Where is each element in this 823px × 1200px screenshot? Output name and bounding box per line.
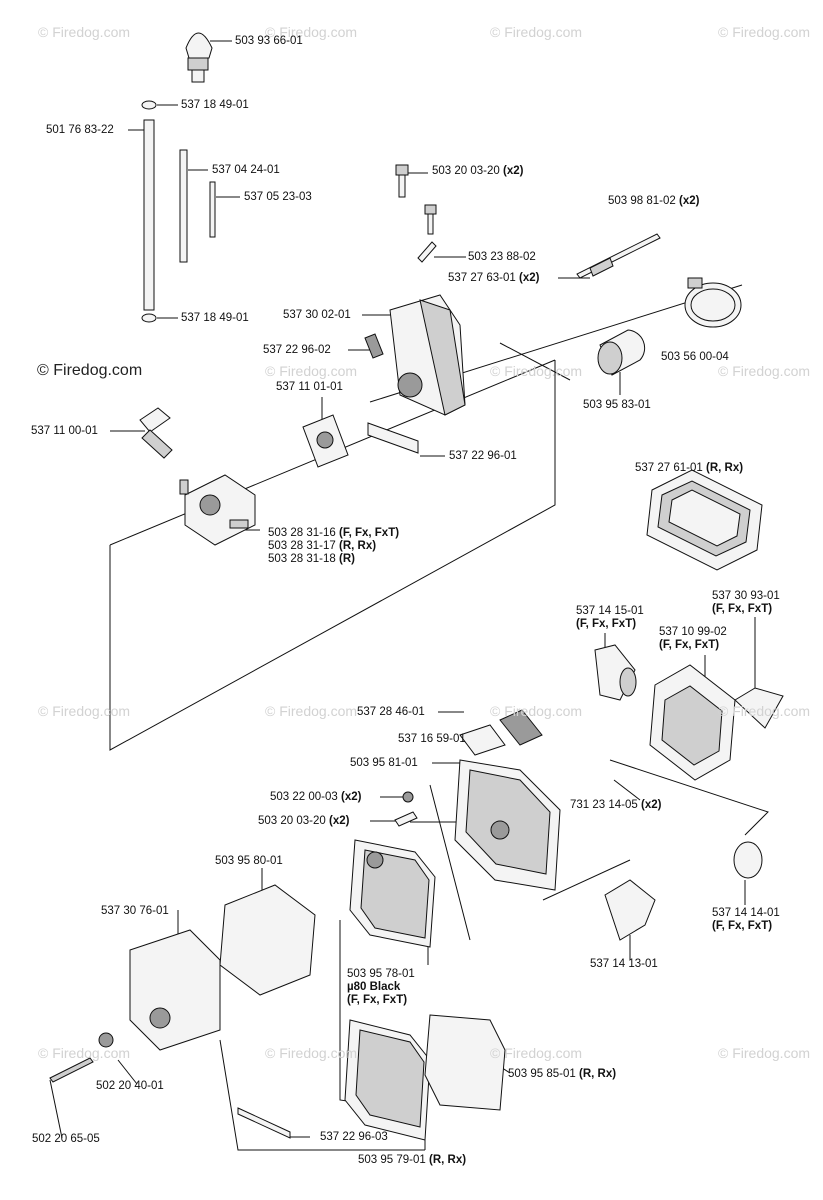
watermark: © Firedog.com [265,24,358,40]
part-label: 503 95 81-01 [350,757,418,769]
part-label: 537 30 02-01 [283,309,351,321]
carburettor [179,474,256,546]
part-label-qualifier: (F, Fx, FxT) [576,618,637,630]
watermark: © Firedog.com [718,1045,811,1061]
part-label: 537 05 23-03 [244,191,312,203]
part-label: 502 20 40-01 [96,1080,164,1092]
part-label: 503 95 79-01 (R, Rx) [358,1154,467,1166]
part-label-qualifier: (F, Fx, FxT) [347,994,408,1006]
gasket-parts [139,407,349,468]
part-label: 537 28 46-01 [357,706,425,718]
part-label: 537 11 00-01 [31,425,98,437]
part-label: 503 22 00-03 (x2) [270,791,362,803]
part-label: 537 10 99-02 [659,626,727,638]
part-label: 537 27 63-01 (x2) [448,272,540,284]
part-label: 537 18 49-01 [181,99,249,111]
part-label: 503 95 78-01 [347,968,415,980]
watermark: © Firedog.com [490,24,583,40]
watermark: © Firedog.com [265,363,358,379]
part-label: 501 76 83-22 [46,124,114,136]
watermark: © Firedog.com [718,24,811,40]
part-label: 503 95 85-01 (R, Rx) [508,1068,617,1080]
primer-bulb [185,32,213,83]
clamp-adapter [597,277,742,376]
part-label: 537 11 01-01 [276,381,343,393]
part-label: 537 22 96-01 [449,450,517,462]
part-label-qualifier: (F, Fx, FxT) [712,603,773,615]
watermark: © Firedog.com [265,703,358,719]
part-label: 503 93 66-01 [235,35,303,47]
watermark: © Firedog.com [38,703,131,719]
part-label: 503 98 81-02 (x2) [608,195,700,207]
part-label: 537 22 96-02 [263,344,331,356]
carburettor-housing [364,294,466,454]
part-label: 503 20 03-20 (x2) [258,815,350,827]
brand-watermark: © Firedog.com [37,362,143,379]
screws-top [395,164,661,279]
watermark: © Firedog.com [38,1045,131,1061]
part-label: 731 23 14-05 (x2) [570,799,662,811]
part-label: 537 04 24-01 [212,164,280,176]
watermark: © Firedog.com [718,703,811,719]
part-label-qualifier: (F, Fx, FxT) [659,639,720,651]
air-filter-assembly [49,709,763,1141]
part-label: 537 27 61-01 (R, Rx) [635,462,744,474]
part-label: 537 14 14-01 [712,907,780,919]
watermark: © Firedog.com [490,1045,583,1061]
part-label: 502 20 65-05 [32,1133,100,1145]
watermark: © Firedog.com [490,703,583,719]
part-label-note: µ80 Black [347,981,401,993]
part-label: 503 20 03-20 (x2) [432,165,524,177]
watermark: © Firedog.com [38,24,131,40]
part-label: 537 18 49-01 [181,312,249,324]
part-label: 503 56 00-04 [661,351,729,363]
part-label: 537 14 13-01 [590,958,658,970]
watermark: © Firedog.com [490,363,583,379]
watermark: © Firedog.com [265,1045,358,1061]
part-label: 503 28 31-16 (F, Fx, FxT) [268,527,400,539]
part-label: 537 30 93-01 [712,590,780,602]
fuel-hoses [141,100,216,323]
part-label: 537 30 76-01 [101,905,169,917]
part-label: 503 28 31-17 (R, Rx) [268,540,377,552]
cover-r [646,469,763,571]
part-label: 503 23 88-02 [468,251,536,263]
part-label: 503 28 31-18 (R) [268,553,355,565]
part-label: 537 22 96-03 [320,1131,388,1143]
part-label: 537 16 59-01 [398,733,466,745]
part-label: 503 95 80-01 [215,855,283,867]
part-label: 503 95 83-01 [583,399,651,411]
watermark: © Firedog.com [718,363,811,379]
part-label-qualifier: (F, Fx, FxT) [712,920,773,932]
adapter-parts-right [594,644,784,781]
part-label: 537 14 15-01 [576,605,644,617]
